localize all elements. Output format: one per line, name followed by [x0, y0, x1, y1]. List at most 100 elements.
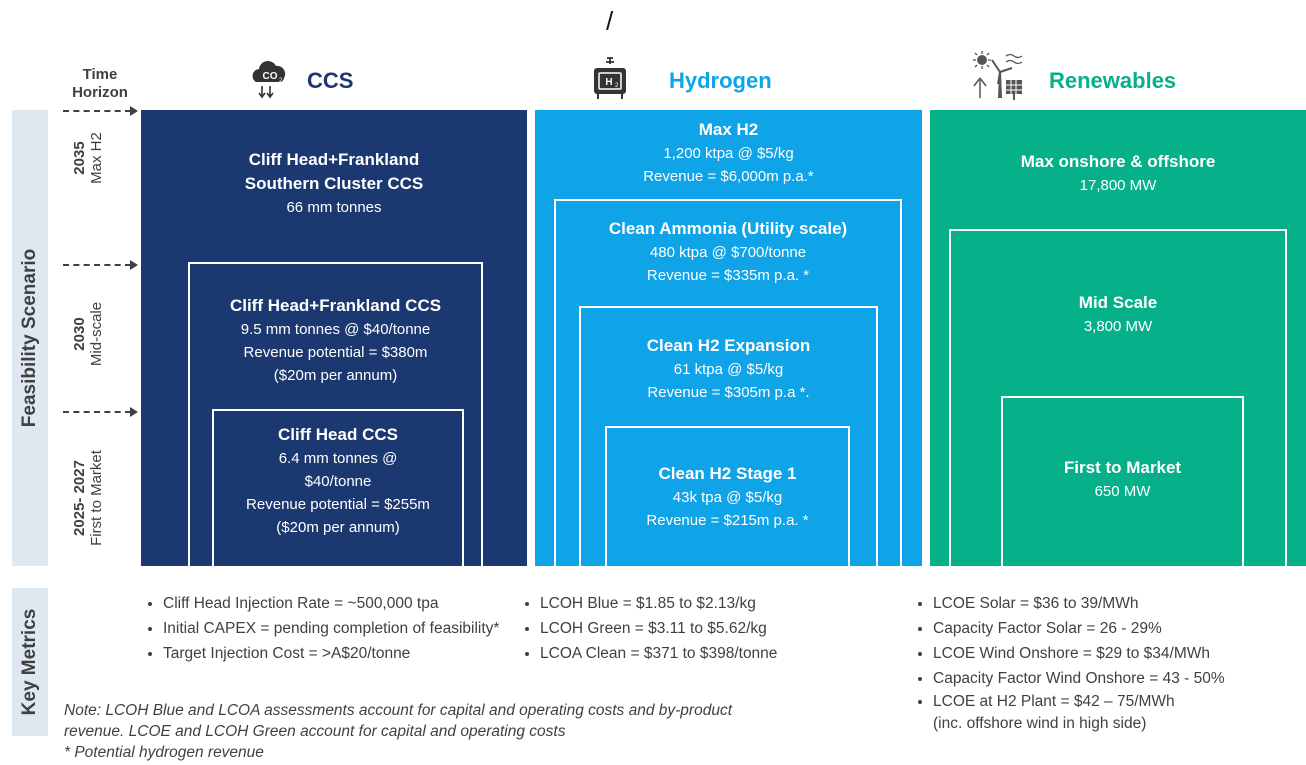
row-2030-dashed-arrow — [63, 264, 131, 266]
ccs-box-max: Cliff Head+Frankland Southern Cluster CC… — [141, 148, 527, 219]
h2-expansion-line-2: Revenue = $305m p.a *. — [647, 384, 810, 401]
h2-stage-1-text: Clean H2 Stage 1 43k tpa @ $5/kg Revenue… — [607, 462, 848, 532]
ccs-max-line-1: 66 mm tonnes — [286, 199, 382, 216]
h2-tank-icon: H 2 — [590, 54, 630, 102]
key-metrics-bar: Key Metrics — [12, 588, 48, 736]
row-year: 2025- 2027 — [71, 460, 88, 536]
ren-max-line-1: 17,800 MW — [1079, 177, 1157, 194]
ccs-box-first: Cliff Head CCS 6.4 mm tonnes @ $40/tonne… — [212, 409, 464, 568]
key-metrics-label: Key Metrics — [19, 608, 40, 716]
svg-text:CO: CO — [263, 71, 278, 82]
hydrogen-column: Max H2 1,200 ktpa @ $5/kg Revenue = $6,0… — [535, 110, 922, 568]
h2-ammonia-line-1: 480 ktpa @ $700/tonne — [649, 244, 807, 261]
ccs-metric-item: Initial CAPEX = pending completion of fe… — [163, 616, 523, 641]
h2-max-line-2: Revenue = $6,000m p.a.* — [643, 168, 814, 185]
ccs-first-text: Cliff Head CCS 6.4 mm tonnes @ $40/tonne… — [214, 423, 462, 539]
hydrogen-title: Hydrogen — [669, 68, 772, 93]
renewables-metrics: LCOE Solar = $36 to 39/MWh Capacity Fact… — [913, 591, 1305, 735]
ren-metric-item: LCOE Wind Onshore = $29 to $34/MWh — [933, 641, 1305, 666]
ccs-first-line-1: 6.4 mm tonnes @ — [278, 450, 398, 467]
row-name: Mid-scale — [88, 301, 105, 367]
renewables-column: Max onshore & offshore 17,800 MW Mid Sca… — [930, 110, 1306, 568]
h2-box-max: Max H2 1,200 ktpa @ $5/kg Revenue = $6,0… — [535, 118, 922, 188]
slash-mark: / — [606, 6, 614, 36]
renewables-title: Renewables — [1049, 68, 1177, 93]
ccs-metric-item: Cliff Head Injection Rate = ~500,000 tpa — [163, 591, 523, 616]
ren-metric-continuation: (inc. offshore wind in high side) — [933, 715, 1147, 732]
h2-metric-item: LCOA Clean = $371 to $398/tonne — [540, 641, 900, 666]
svg-text:2: 2 — [279, 78, 283, 84]
row-year: 2030 — [71, 317, 88, 351]
ren-metric-item: LCOE Solar = $36 to 39/MWh — [933, 591, 1305, 616]
row-2025-dashed-arrow — [63, 411, 131, 413]
ccs-mid-line-2: Revenue potential = $380m — [243, 344, 428, 361]
h2-ammonia-line-2: Revenue = $335m p.a. * — [646, 267, 810, 284]
ccs-mid-line-3: ($20m per annum) — [273, 367, 398, 384]
ren-metric-item: Capacity Factor Wind Onshore = 43 - 50% — [933, 666, 1305, 691]
time-horizon-label: Time Horizon — [70, 66, 130, 102]
ren-box-max: Max onshore & offshore 17,800 MW — [930, 150, 1306, 197]
row-label-2025: 2025- 2027 First to Market — [71, 450, 105, 546]
h2-box-expansion: Clean H2 Expansion 61 ktpa @ $5/kg Reven… — [579, 306, 878, 568]
header-dashed-arrow — [63, 110, 131, 112]
ren-metric-text: LCOE at H2 Plant = $42 – 75/MWh — [933, 693, 1175, 710]
row-label-2035: 2035 Max H2 — [71, 132, 105, 184]
ccs-metrics: Cliff Head Injection Rate = ~500,000 tpa… — [143, 591, 523, 666]
ccs-max-title-1: Cliff Head+Frankland — [248, 150, 420, 169]
co2-cloud-icon: CO 2 — [246, 56, 294, 104]
h2-stage-1-title: Clean H2 Stage 1 — [658, 464, 797, 483]
ren-mid-line-1: 3,800 MW — [1083, 318, 1153, 335]
ren-mid-text: Mid Scale 3,800 MW — [951, 291, 1285, 338]
time-horizon-line-2: Horizon — [72, 84, 128, 101]
ccs-title: CCS — [307, 68, 354, 93]
h2-metric-item: LCOH Blue = $1.85 to $2.13/kg — [540, 591, 900, 616]
h2-ammonia-title: Clean Ammonia (Utility scale) — [608, 219, 848, 238]
feasibility-scenario-label: Feasibility Scenario — [19, 248, 40, 428]
ccs-column: Cliff Head+Frankland Southern Cluster CC… — [141, 110, 527, 568]
ccs-first-line-3: Revenue potential = $255m — [246, 496, 430, 513]
h2-stage-1-line-2: Revenue = $215m p.a. * — [646, 512, 809, 529]
h2-stage-1-line-1: 43k tpa @ $5/kg — [672, 489, 783, 506]
svg-text:H: H — [605, 77, 612, 88]
row-2025-arrow-head — [130, 407, 138, 417]
ccs-max-title-2: Southern Cluster CCS — [244, 174, 424, 193]
note-line-3: * Potential hydrogen revenue — [64, 744, 264, 761]
ren-metric-item: LCOE at H2 Plant = $42 – 75/MWh (inc. of… — [933, 691, 1305, 735]
row-name: Max H2 — [88, 132, 105, 184]
ren-metric-item: Capacity Factor Solar = 26 - 29% — [933, 616, 1305, 641]
ren-box-first: First to Market 650 MW — [1001, 396, 1244, 568]
h2-metric-item: LCOH Green = $3.11 to $5.62/kg — [540, 616, 900, 641]
h2-expansion-title: Clean H2 Expansion — [646, 336, 811, 355]
ccs-first-line-2: $40/tonne — [304, 473, 372, 490]
row-year: 2035 — [71, 141, 88, 175]
ccs-metric-item: Target Injection Cost = >A$20/tonne — [163, 641, 523, 666]
ccs-mid-text: Cliff Head+Frankland CCS 9.5 mm tonnes @… — [190, 294, 481, 387]
ccs-first-line-4: ($20m per annum) — [276, 519, 400, 536]
ccs-mid-line-1: 9.5 mm tonnes @ $40/tonne — [240, 321, 431, 338]
ren-max-title: Max onshore & offshore — [1020, 152, 1216, 171]
feasibility-bar: Feasibility Scenario — [12, 110, 48, 566]
h2-expansion-text: Clean H2 Expansion 61 ktpa @ $5/kg Reven… — [581, 334, 876, 404]
solar-wind-icon — [970, 50, 1024, 102]
header-arrow-head — [130, 106, 138, 116]
h2-box-stage-1: Clean H2 Stage 1 43k tpa @ $5/kg Revenue… — [605, 426, 850, 568]
ccs-first-title: Cliff Head CCS — [278, 425, 398, 444]
row-label-2030: 2030 Mid-scale — [71, 302, 105, 366]
h2-expansion-line-1: 61 ktpa @ $5/kg — [673, 361, 784, 378]
note-line-1: Note: LCOH Blue and LCOA assessments acc… — [64, 702, 733, 719]
footnote: Note: LCOH Blue and LCOA assessments acc… — [64, 700, 732, 763]
hydrogen-metrics: LCOH Blue = $1.85 to $2.13/kg LCOH Green… — [520, 591, 900, 666]
row-name: First to Market — [88, 450, 105, 546]
ren-first-text: First to Market 650 MW — [1003, 456, 1242, 503]
ccs-mid-title: Cliff Head+Frankland CCS — [229, 296, 442, 315]
time-horizon-line-1: Time — [82, 66, 118, 83]
ren-first-title: First to Market — [1063, 458, 1182, 477]
svg-text:2: 2 — [615, 83, 619, 89]
note-line-2: revenue. LCOE and LCOH Green account for… — [64, 723, 566, 740]
ren-first-line-1: 650 MW — [1094, 483, 1151, 500]
ren-mid-title: Mid Scale — [1078, 293, 1158, 312]
h2-max-line-1: 1,200 ktpa @ $5/kg — [663, 145, 794, 162]
h2-max-title: Max H2 — [698, 120, 759, 139]
h2-ammonia-text: Clean Ammonia (Utility scale) 480 ktpa @… — [556, 217, 900, 287]
row-2030-arrow-head — [130, 260, 138, 270]
